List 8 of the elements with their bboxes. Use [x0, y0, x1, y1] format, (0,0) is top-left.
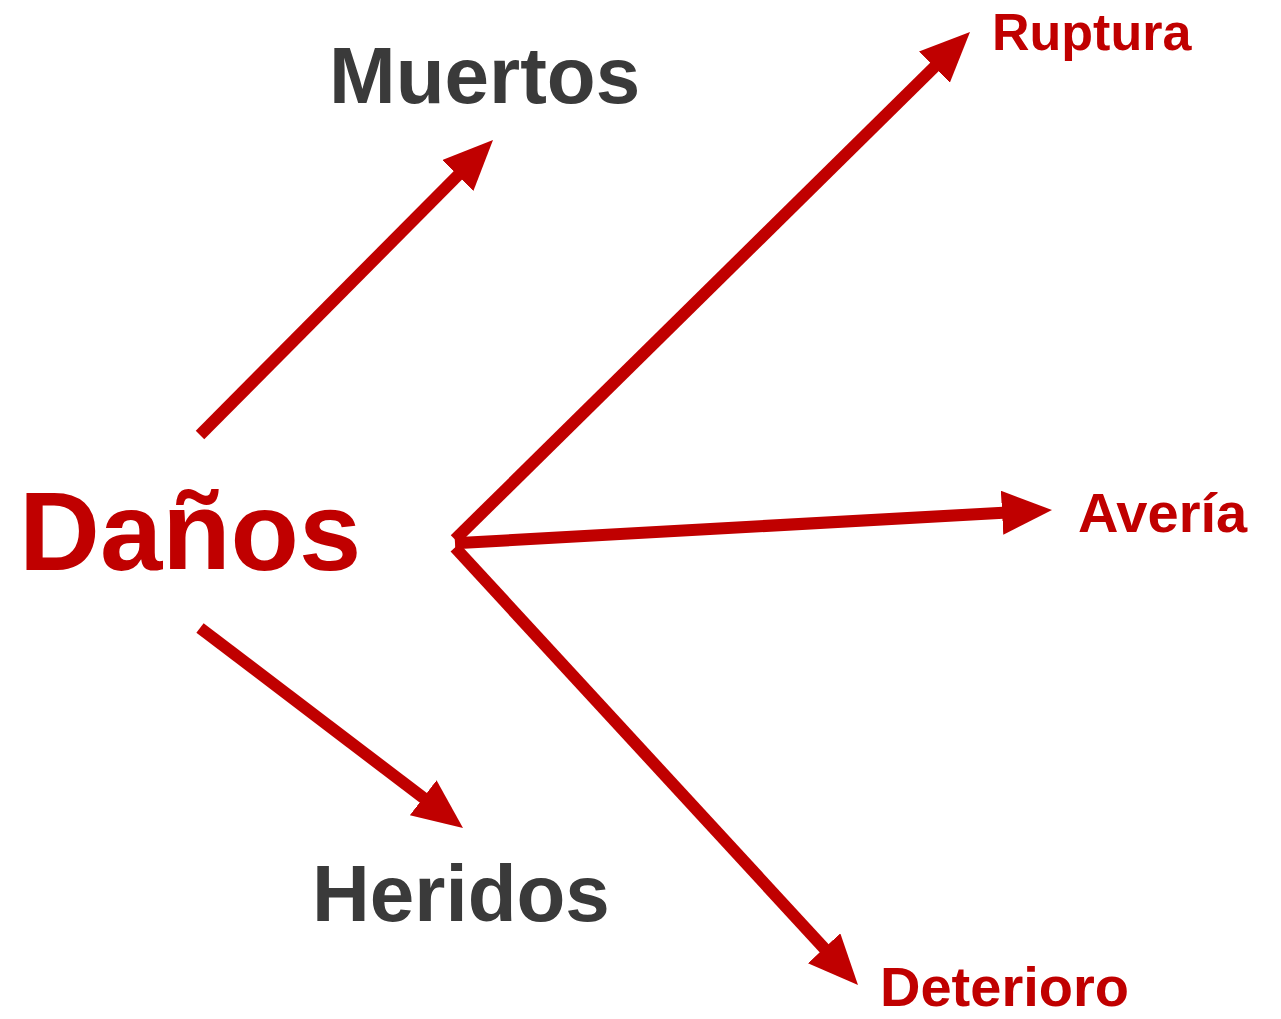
node-label: Heridos [312, 854, 610, 934]
node-label: Muertos [329, 36, 641, 116]
node-label: Deterioro [880, 959, 1129, 1015]
node-label: Daños [19, 475, 362, 588]
node-label: Avería [1078, 485, 1248, 541]
arrow [196, 623, 463, 828]
arrow [195, 140, 493, 440]
arrow [454, 490, 1052, 550]
